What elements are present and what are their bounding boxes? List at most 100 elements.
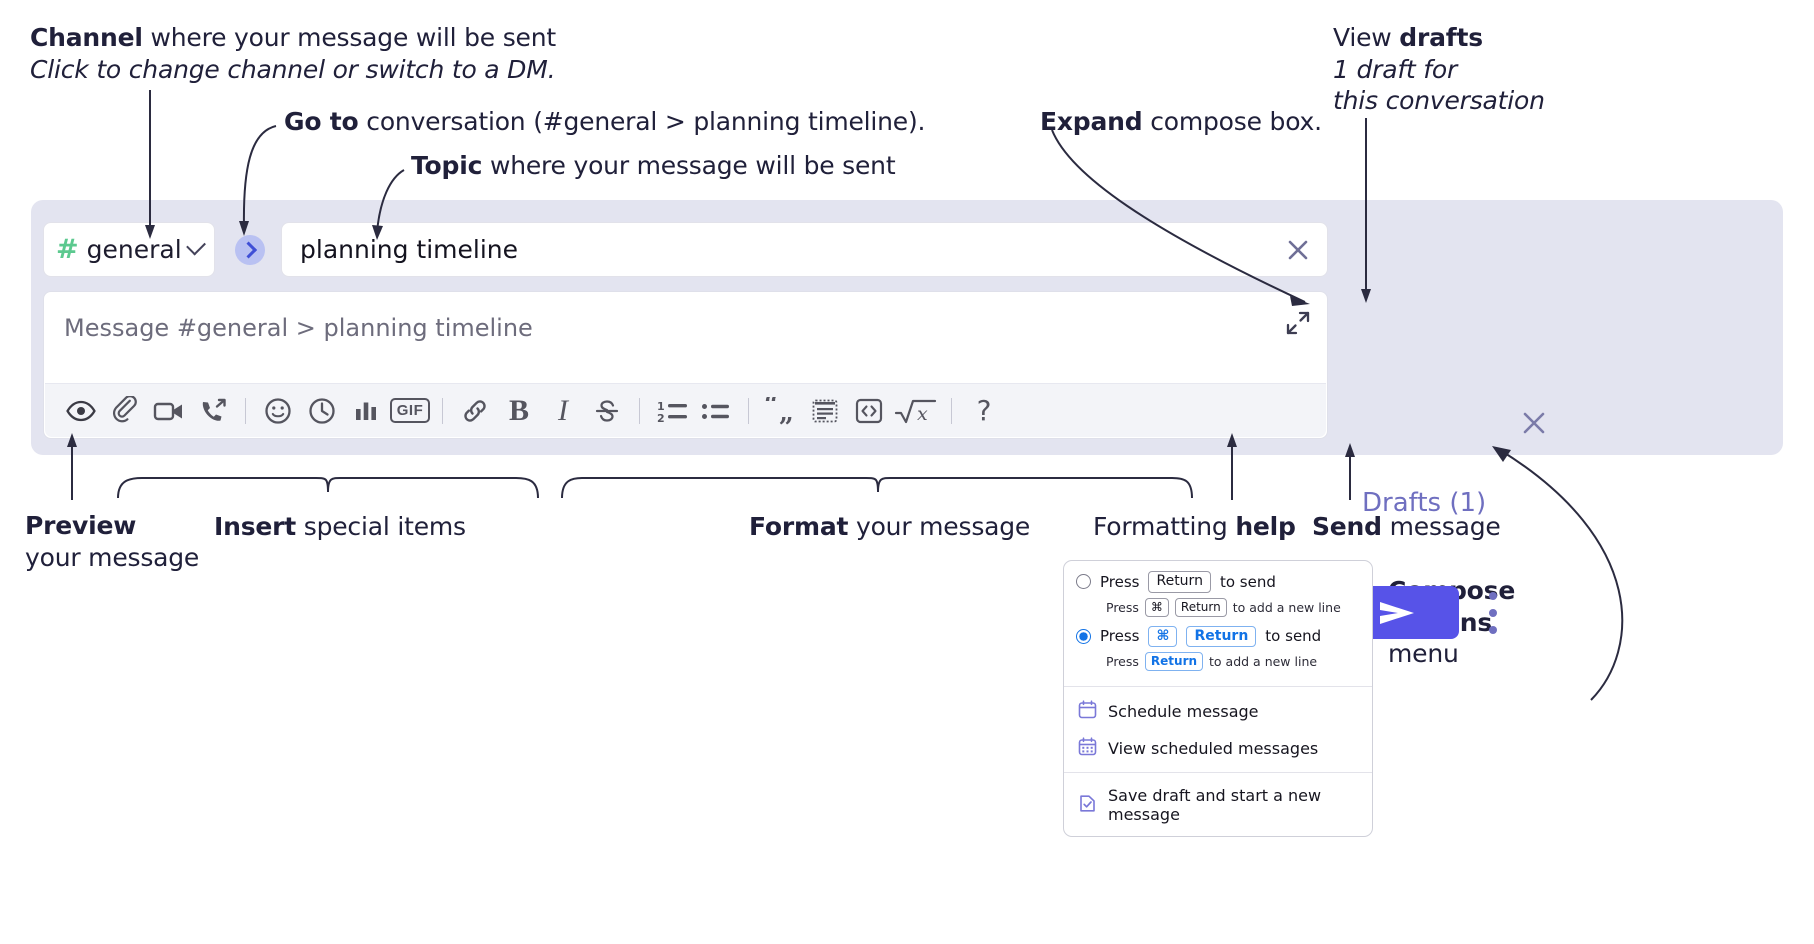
clear-topic-icon[interactable]	[1283, 235, 1313, 265]
option-press-cmd-return-to-send[interactable]: Press ⌘ Return to send	[1076, 625, 1360, 647]
bold-label: B	[508, 393, 529, 427]
annotation-format-bold: Format	[749, 512, 849, 541]
formatting-toolbar: GIF B I	[45, 383, 1326, 437]
option2-sub-pre: Press	[1106, 654, 1139, 669]
send-paperplane-icon	[1379, 601, 1414, 624]
annotation-send-rest: message	[1381, 512, 1501, 541]
svg-text:“: “	[764, 397, 779, 420]
help-icon[interactable]: ?	[962, 389, 1006, 433]
close-icon[interactable]	[1518, 407, 1550, 439]
attachment-icon[interactable]	[103, 389, 147, 433]
goto-conversation-button[interactable]	[235, 235, 265, 265]
annotation-help-bold: help	[1235, 512, 1296, 541]
menu-item-view-scheduled-messages[interactable]: View scheduled messages	[1064, 730, 1372, 767]
annotation-channel-sub: Click to change channel or switch to a D…	[30, 54, 556, 84]
annotation-channel-bold: Channel	[30, 23, 143, 52]
annotation-help: Formatting help	[1093, 511, 1296, 543]
draft-group: Save draft and start a new message	[1064, 773, 1372, 836]
option-press-return-to-send[interactable]: Press Return to send	[1076, 571, 1360, 593]
kebab-dot-3	[1489, 626, 1497, 634]
poll-icon[interactable]	[344, 389, 388, 433]
svg-text:2: 2	[657, 412, 665, 425]
option2-pre: Press	[1100, 627, 1140, 646]
annotation-format: Format your message	[749, 511, 1030, 543]
bulleted-list-icon[interactable]	[694, 389, 738, 433]
menu-item-label: View scheduled messages	[1108, 739, 1319, 758]
blockquote-icon[interactable]: “ „	[759, 389, 803, 433]
toolbar-divider-2	[442, 397, 443, 424]
help-label: ?	[976, 394, 992, 427]
option1-pre: Press	[1100, 572, 1140, 591]
annotation-topic-bold: Topic	[411, 151, 483, 180]
annotation-channel: Channel where your message will be sent …	[30, 22, 556, 85]
svg-text:1: 1	[657, 400, 665, 413]
compose-box: Drafts (1) # general planning timeline	[31, 200, 1783, 639]
video-camera-icon[interactable]	[147, 389, 191, 433]
emoji-icon[interactable]	[256, 389, 300, 433]
menu-item-save-draft[interactable]: Save draft and start a new message	[1064, 776, 1372, 831]
option2-sub-key-return: Return	[1144, 652, 1204, 671]
drafts-link[interactable]: Drafts (1)	[1362, 488, 1487, 518]
annotation-expand-bold: Expand	[1040, 107, 1143, 136]
toolbar-divider-4	[748, 397, 749, 424]
italic-icon[interactable]: I	[541, 389, 585, 433]
kebab-dot-1	[1489, 592, 1497, 600]
option2-subtext: Press Return to add a new line	[1106, 652, 1360, 671]
annotation-send: Send message	[1312, 511, 1501, 543]
clock-icon[interactable]	[300, 389, 344, 433]
link-icon[interactable]	[453, 389, 497, 433]
chevron-down-icon	[185, 235, 206, 256]
menu-item-schedule-message[interactable]: Schedule message	[1064, 690, 1372, 730]
compose-options-kebab-icon[interactable]	[1483, 592, 1503, 634]
radio-selected-icon[interactable]	[1076, 628, 1091, 644]
annotation-channel-rest: where your message will be sent	[142, 23, 556, 52]
annotation-goto-bold: Go to	[284, 107, 359, 136]
annotation-help-pre: Formatting	[1093, 512, 1236, 541]
annotation-drafts: View drafts 1 draft for this conversatio…	[1333, 22, 1545, 117]
topic-value: planning timeline	[300, 235, 519, 264]
chevron-right-icon	[240, 241, 258, 259]
math-icon[interactable]: x	[891, 389, 941, 433]
hash-icon: #	[56, 234, 79, 265]
annotation-goto: Go to conversation (#general > planning …	[284, 106, 925, 138]
topic-field[interactable]: planning timeline	[281, 222, 1328, 277]
toolbar-divider-1	[245, 397, 246, 424]
annotation-drafts-sub1: 1 draft for	[1333, 54, 1458, 84]
annotation-send-bold: Send	[1312, 512, 1382, 541]
bold-icon[interactable]: B	[497, 389, 541, 433]
annotation-insert-rest: special items	[296, 512, 466, 541]
compose-options-menu: Press Return to send Press ⌘ Return to a…	[1063, 560, 1373, 837]
channel-name: general	[86, 235, 182, 264]
preview-icon[interactable]	[59, 389, 103, 433]
annotation-drafts-pre: View	[1333, 23, 1400, 52]
option2-sub-post: to add a new line	[1209, 654, 1318, 669]
channel-selector[interactable]: # general	[43, 222, 215, 277]
annotation-insert-bold: Insert	[214, 512, 297, 541]
ordered-list-icon[interactable]: 1 2	[650, 389, 694, 433]
annotation-drafts-sub2: this conversation	[1333, 86, 1545, 115]
gif-icon[interactable]: GIF	[388, 389, 432, 433]
annotation-topic-rest: where your message will be sent	[482, 151, 896, 180]
radio-unselected-icon[interactable]	[1076, 574, 1091, 590]
calendar-grid-icon	[1078, 737, 1097, 760]
code-icon[interactable]	[847, 389, 891, 433]
message-input[interactable]: Message #general > planning timeline	[43, 291, 1328, 439]
message-placeholder: Message #general > planning timeline	[64, 314, 533, 342]
annotation-expand: Expand compose box.	[1040, 106, 1322, 138]
strikethrough-icon[interactable]	[585, 389, 629, 433]
option2-key-return: Return	[1186, 625, 1257, 647]
menu-item-label: Save draft and start a new message	[1108, 786, 1322, 824]
svg-text:„: „	[779, 398, 794, 425]
option1-key-return: Return	[1148, 571, 1211, 593]
kebab-dot-2	[1489, 609, 1497, 617]
annotation-format-rest: your message	[848, 512, 1031, 541]
call-forward-icon[interactable]	[191, 389, 235, 433]
brace-format	[561, 477, 1193, 499]
spoiler-icon[interactable]	[803, 389, 847, 433]
option1-sub-key-cmd: ⌘	[1144, 597, 1169, 617]
menu-divider-2	[1064, 772, 1372, 773]
annotation-insert: Insert special items	[214, 511, 466, 543]
expand-compose-icon[interactable]	[1283, 308, 1313, 338]
brace-insert	[117, 477, 539, 499]
